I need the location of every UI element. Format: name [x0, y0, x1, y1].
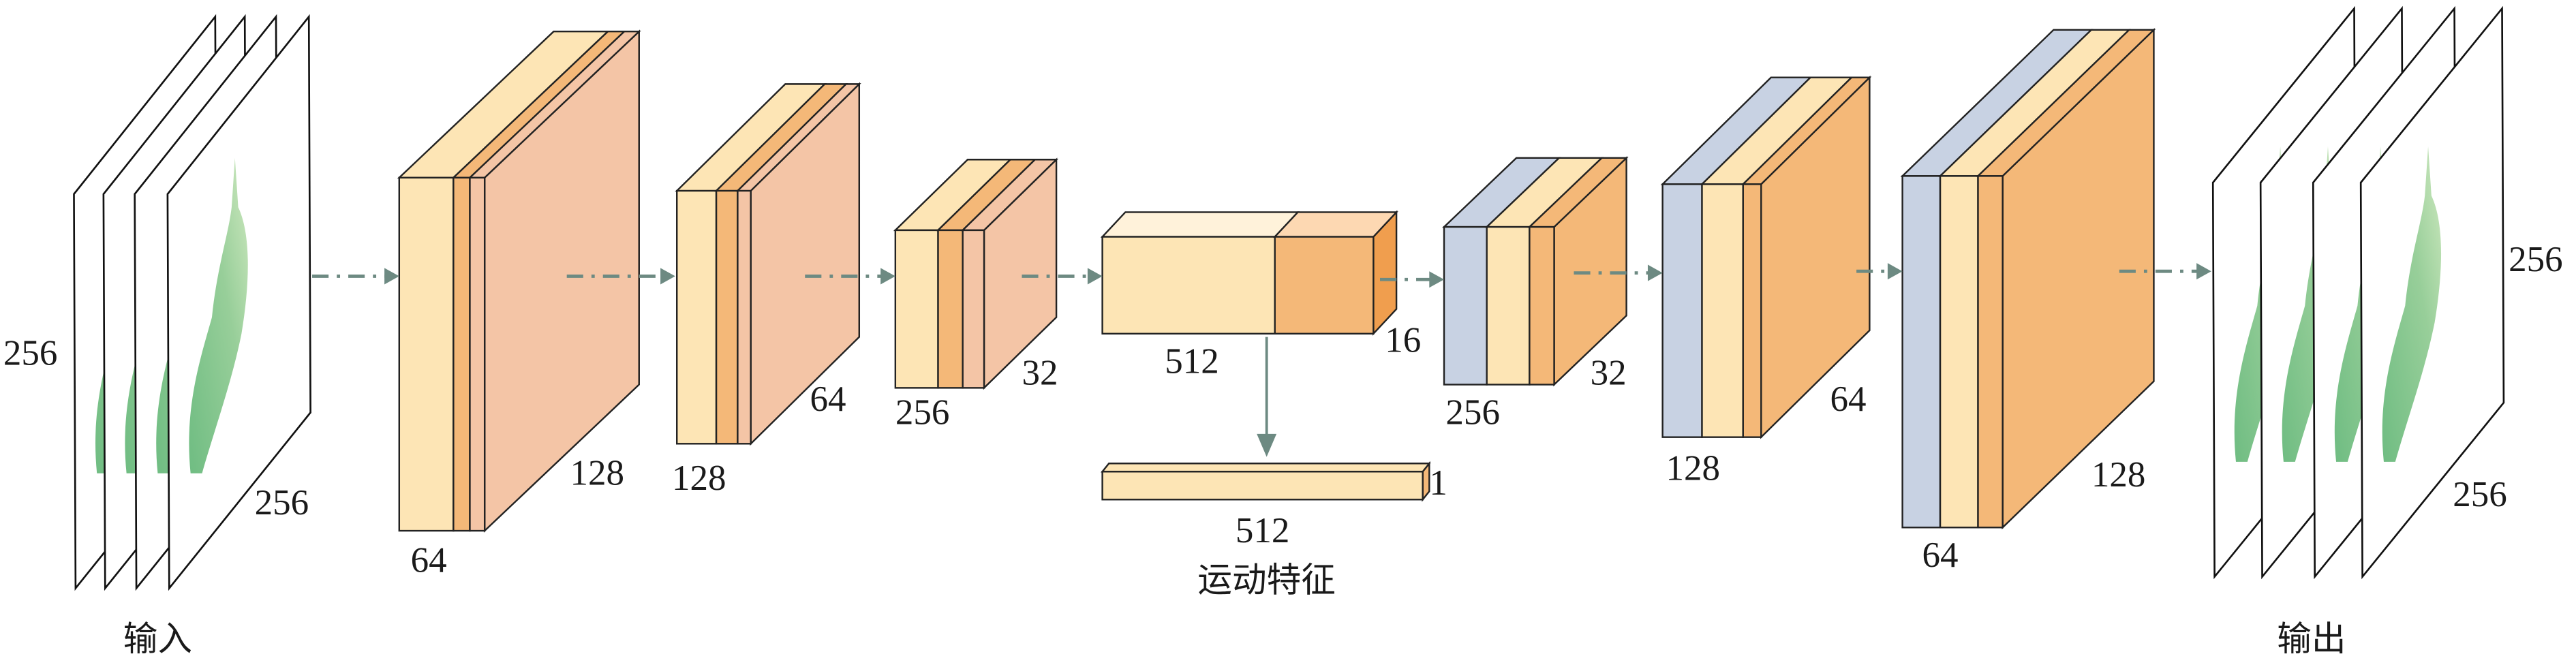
- motion-feature-length-label: 512: [1236, 511, 1290, 550]
- output-width-label: 256: [2453, 475, 2507, 514]
- motion-feature-thickness-label: 1: [1429, 463, 1447, 503]
- feature-blocks: [397, 27, 2156, 533]
- decoder-block-3: [1900, 27, 2156, 530]
- decoder-1-depth-label: 32: [1591, 354, 1627, 393]
- bottleneck-width-label: 512: [1165, 342, 1219, 382]
- block-front-slice: [676, 189, 718, 445]
- output-height-label: 256: [2509, 240, 2563, 279]
- decoder-2-front-label: 128: [1666, 448, 1720, 488]
- arrow-head-icon: [1257, 433, 1277, 457]
- motion-feature-bar: [1101, 461, 1431, 502]
- decoder-1-front-label: 256: [1445, 392, 1500, 432]
- block-front-slice: [1101, 471, 1424, 501]
- block-front-slice: [1443, 225, 1488, 386]
- dash-dot-arrow: [1856, 263, 1903, 280]
- dash-dot-arrow: [566, 268, 675, 285]
- decoder-block-2: [1660, 75, 1872, 439]
- flow-arrows: [312, 263, 2211, 457]
- block-front-slice: [737, 189, 752, 445]
- bottleneck-depth-label: 16: [1385, 320, 1421, 360]
- block-top-face: [1100, 211, 1300, 238]
- encoder-1-depth-label: 128: [570, 454, 625, 493]
- block-front-slice: [1101, 236, 1276, 334]
- dash-dot-arrow: [1380, 271, 1445, 288]
- block-front-slice: [1701, 183, 1744, 438]
- motion-feature-arrow: [1257, 337, 1277, 457]
- decoder-block-1: [1442, 156, 1629, 387]
- block-front-slice: [894, 229, 939, 389]
- dash-dot-arrow: [1022, 268, 1103, 285]
- input-caption: 输入: [123, 619, 192, 659]
- block-front-slice: [1661, 183, 1703, 438]
- block-front-slice: [469, 176, 486, 532]
- arrow-head-icon: [2196, 263, 2211, 280]
- decoder-3-front-label: 64: [1922, 535, 1959, 575]
- encoder-block-1: [397, 29, 641, 533]
- dash-dot-arrow: [312, 268, 399, 285]
- dash-dot-arrow: [2119, 263, 2211, 280]
- block-front-slice: [1901, 175, 1942, 529]
- arrow-head-icon: [1647, 264, 1663, 281]
- encoder-1-front-label: 64: [411, 540, 447, 580]
- encoder-2-depth-label: 64: [810, 379, 846, 419]
- bottleneck-block: [1100, 210, 1398, 336]
- input-plane: [166, 14, 311, 591]
- arrow-head-icon: [1429, 271, 1445, 288]
- block-front-slice: [937, 229, 964, 389]
- block-front-slice: [1529, 225, 1555, 386]
- block-front-slice: [1977, 175, 2004, 529]
- decoder-3-depth-label: 128: [2091, 455, 2146, 495]
- arrow-head-icon: [880, 268, 895, 285]
- block-front-slice: [398, 176, 455, 532]
- block-front-slice: [1939, 175, 1979, 529]
- block-front-slice: [715, 189, 739, 445]
- encoder-3-front-label: 256: [895, 392, 950, 432]
- block-top-face: [1101, 463, 1431, 473]
- dash-dot-arrow: [805, 268, 895, 285]
- output-plane: [2359, 5, 2505, 580]
- block-front-slice: [1274, 236, 1375, 334]
- motion-feature-caption: 运动特征: [1197, 559, 1335, 600]
- encoder-block-3: [893, 157, 1059, 390]
- output-caption: 输出: [2277, 619, 2346, 659]
- block-front-slice: [1486, 225, 1531, 386]
- arrow-head-icon: [384, 268, 399, 285]
- green-region-image: [2382, 146, 2442, 462]
- dash-dot-arrow: [1574, 264, 1663, 281]
- arrow-head-icon: [660, 268, 675, 285]
- green-region-image: [189, 157, 248, 473]
- encoder-block-2: [675, 82, 861, 446]
- arrow-head-icon: [1087, 268, 1103, 285]
- block-front-slice: [962, 229, 985, 389]
- decoder-2-depth-label: 64: [1830, 379, 1867, 419]
- input-width-label: 256: [255, 483, 309, 523]
- block-front-slice: [1742, 183, 1762, 438]
- encoder-3-depth-label: 32: [1022, 354, 1058, 393]
- input-height-label: 256: [3, 334, 58, 373]
- arrow-head-icon: [1887, 263, 1903, 280]
- input-image-stack: [73, 14, 311, 591]
- block-front-slice: [453, 176, 471, 532]
- encoder-2-front-label: 128: [672, 458, 726, 498]
- output-image-stack: [2211, 5, 2505, 580]
